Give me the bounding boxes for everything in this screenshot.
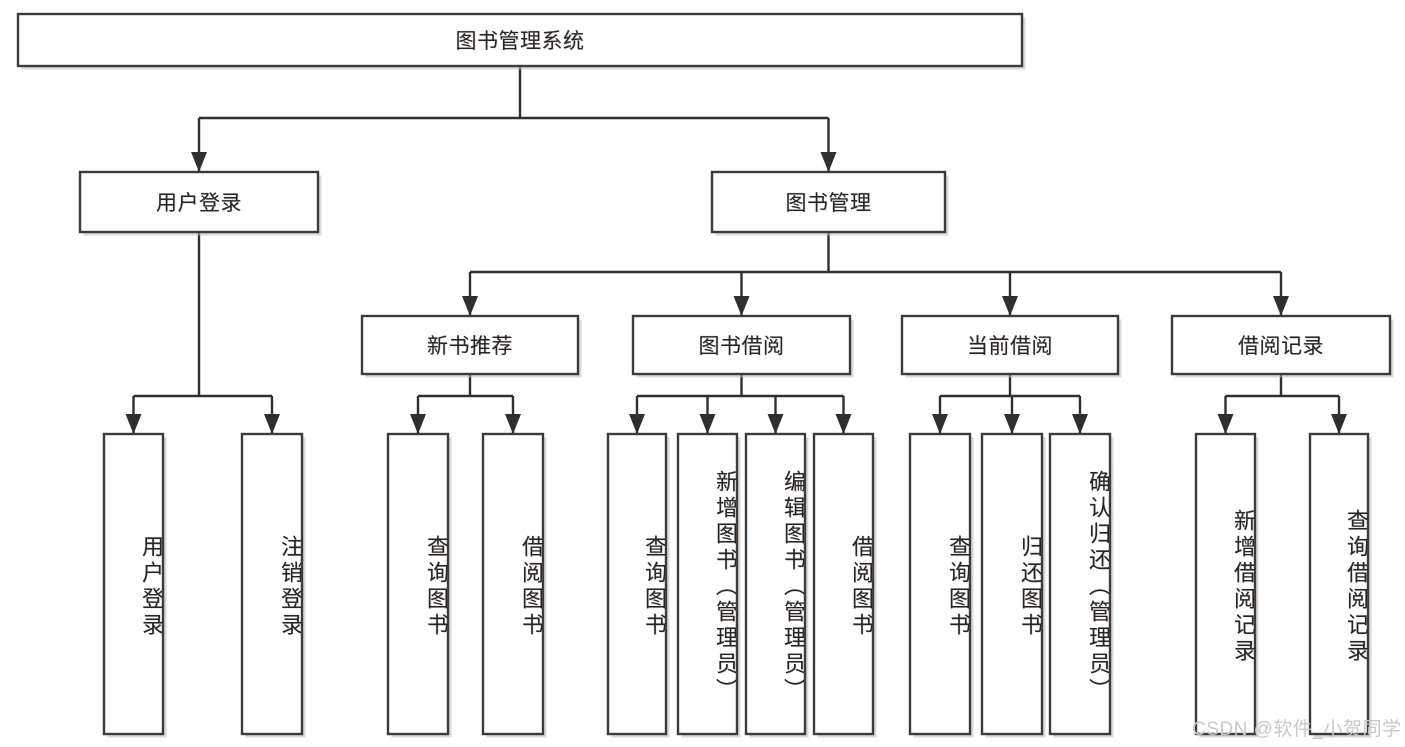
node-box-leaf-confirm-return-admin[interactable] [1048,432,1112,736]
watermark-text: CSDN @软件_小贺同学 [1192,719,1402,740]
node-label-leaf-edit-book-admin: 编辑图书（管理员） [781,470,806,704]
arrow-head [932,414,948,434]
node-label-user-login: 用户登录 [156,192,242,215]
node-box-user-login[interactable] [78,170,320,234]
node-box-leaf-borrow-book-1[interactable] [481,432,545,736]
boxes-layer [16,12,1394,738]
arrow-head [1004,414,1020,434]
node-box-leaf-user-logout[interactable] [240,432,304,736]
node-label-leaf-query-borrow-record: 查询借阅记录 [1344,509,1369,665]
arrow-head [629,414,645,434]
node-label-book-borrow: 图书借阅 [698,335,785,358]
arrow-head [1273,296,1289,316]
node-label-leaf-query-book-2: 查询图书 [642,535,667,639]
arrow-head [191,152,207,172]
arrow-head [767,414,784,434]
node-box-leaf-query-book-3[interactable] [908,432,972,736]
node-label-borrow-record: 借阅记录 [1238,335,1324,358]
node-label-leaf-user-logout: 注销登录 [278,535,303,639]
node-label-root: 图书管理系统 [455,30,585,53]
node-box-leaf-query-book-1[interactable] [386,432,450,736]
node-box-leaf-query-borrow-record[interactable] [1308,432,1370,736]
arrow-head [462,296,478,316]
node-label-leaf-add-borrow-record: 新增借阅记录 [1231,509,1256,665]
node-label-new-book-recommend: 新书推荐 [427,335,513,358]
node-label-leaf-query-book-1: 查询图书 [424,535,449,639]
node-box-leaf-query-book-2[interactable] [606,432,668,736]
node-box-borrow-record[interactable] [1170,314,1392,376]
node-label-leaf-return-book: 归还图书 [1018,535,1043,639]
node-box-leaf-user-login[interactable] [102,432,165,736]
arrow-head [820,152,837,172]
node-box-root[interactable] [16,12,1024,68]
node-box-leaf-return-book[interactable] [980,432,1044,736]
arrow-head [1331,414,1347,434]
node-box-book-borrow[interactable] [631,314,852,376]
arrow-head [699,414,716,434]
node-label-leaf-query-book-3: 查询图书 [946,535,971,639]
node-label-leaf-borrow-book-1: 借阅图书 [519,535,544,639]
connectors-layer [125,66,1347,434]
node-box-current-borrow[interactable] [900,314,1120,376]
arrow-head [264,414,280,434]
node-box-leaf-add-book-admin[interactable] [676,432,739,736]
arrow-head [733,296,750,316]
node-box-leaf-borrow-book-2[interactable] [812,432,875,736]
node-box-leaf-add-borrow-record[interactable] [1194,432,1257,736]
node-label-leaf-add-book-admin: 新增图书（管理员） [713,470,738,704]
node-label-leaf-confirm-return-admin: 确认归还（管理员） [1086,470,1111,704]
arrow-head [410,414,426,434]
arrow-head [1002,296,1018,316]
node-box-new-book-recommend[interactable] [360,314,580,376]
node-label-leaf-borrow-book-2: 借阅图书 [849,535,874,639]
arrow-head [835,414,852,434]
node-box-book-manage[interactable] [710,170,947,234]
node-label-current-borrow: 当前借阅 [967,335,1053,358]
node-label-book-manage: 图书管理 [785,192,872,215]
arrow-head [1072,414,1088,434]
arrow-head [125,414,142,434]
arrow-head [505,414,521,434]
node-box-leaf-edit-book-admin[interactable] [744,432,807,736]
arrow-head [1217,414,1234,434]
node-label-leaf-user-login: 用户登录 [139,535,164,639]
